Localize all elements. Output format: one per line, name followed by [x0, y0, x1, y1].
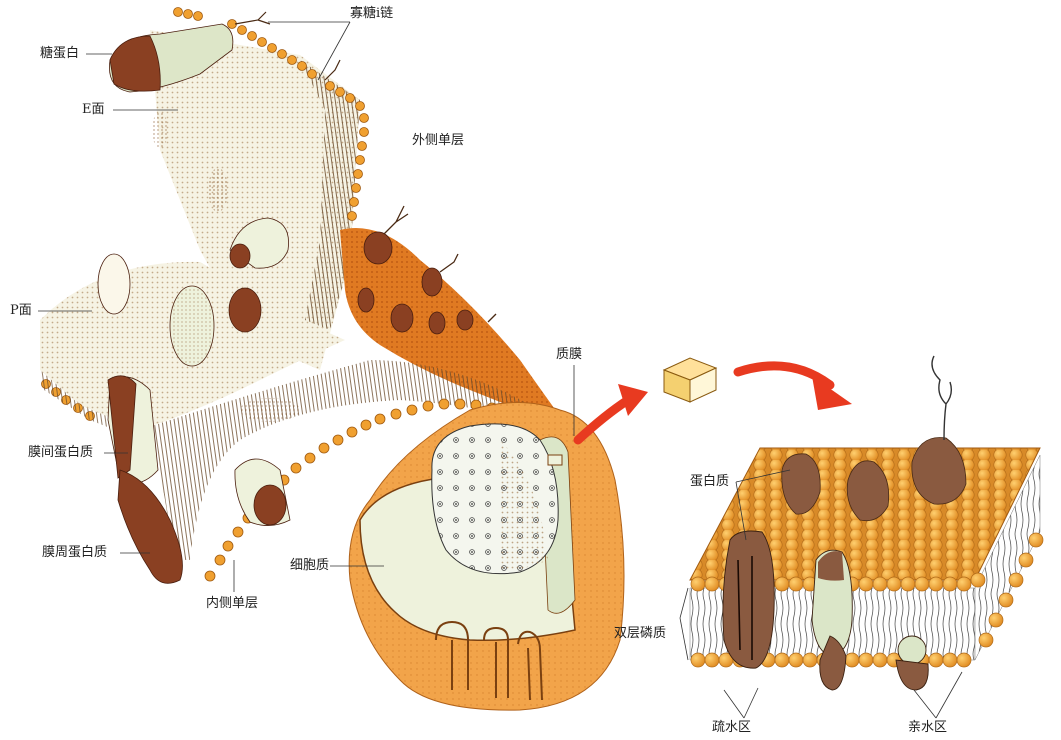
- label-oligosaccharide: 寡糖i链: [350, 6, 393, 22]
- label-outer-leaflet: 外侧单层: [412, 133, 464, 149]
- label-p-face: P面: [10, 303, 32, 319]
- label-hydrophilic-region: 亲水区: [908, 720, 947, 736]
- label-e-face: E面: [82, 102, 105, 118]
- label-glycoprotein: 糖蛋白: [40, 46, 79, 62]
- label-cytoplasm: 细胞质: [290, 558, 329, 574]
- label-protein: 蛋白质: [690, 474, 729, 490]
- label-hydrophobic-region: 疏水区: [712, 720, 751, 736]
- label-integral-protein: 膜间蛋白质: [28, 445, 93, 461]
- red-arrow-icon: [738, 366, 852, 410]
- label-plasma-membrane: 质膜: [556, 347, 582, 363]
- cell-illustration: [349, 403, 624, 711]
- label-phospholipid-bilayer: 双层磷质: [614, 626, 666, 642]
- label-inner-leaflet: 内侧单层: [206, 596, 258, 612]
- label-peripheral-protein: 膜周蛋白质: [42, 545, 107, 561]
- red-arrow-icon: [578, 384, 648, 440]
- membrane-cube-icon: [664, 358, 716, 402]
